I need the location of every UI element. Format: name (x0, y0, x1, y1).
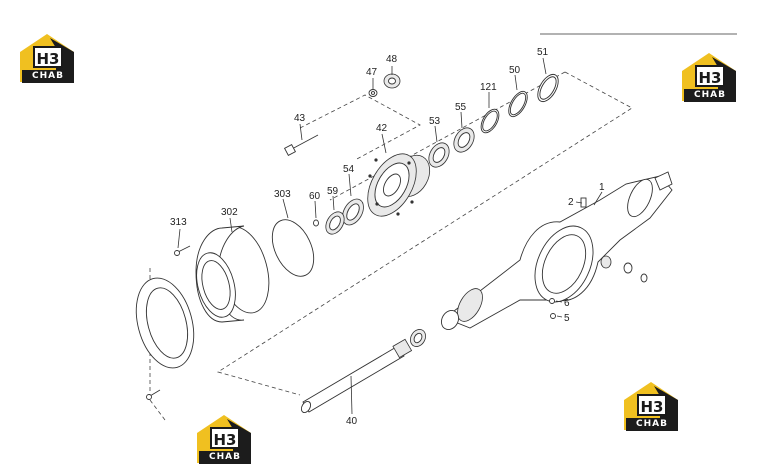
part-313-bolt (174, 245, 191, 256)
part-121-ring (480, 108, 500, 134)
callout-2: 2 (568, 197, 574, 208)
plate-bolt (146, 389, 161, 400)
logo-brand: CHAB (626, 418, 678, 431)
callout-1: 1 (599, 182, 605, 193)
callout-303: 303 (274, 189, 291, 200)
breather-fittings (600, 255, 648, 283)
callout-51: 51 (537, 47, 549, 58)
callout-55: 55 (455, 102, 467, 113)
brand-logo-top-left: H3 CHAB (16, 32, 78, 84)
callout-47: 47 (366, 67, 378, 78)
part-302-brake-drum (195, 225, 270, 323)
callout-59: 59 (327, 186, 339, 197)
logo-brand: CHAB (199, 451, 251, 464)
callout-6: 6 (564, 298, 570, 309)
callout-labels: 48 47 51 50 121 55 53 43 42 54 303 60 59… (170, 47, 605, 427)
part-2-screw (580, 197, 587, 208)
callout-302: 302 (221, 207, 238, 218)
logo-mark: H3 (210, 427, 240, 449)
logo-brand: CHAB (684, 89, 736, 102)
part-54-seal (342, 198, 364, 226)
callout-40: 40 (346, 416, 358, 427)
brand-logo-bottom-left: H3 CHAB (193, 413, 255, 465)
logo-mark: H3 (33, 46, 63, 68)
callout-53: 53 (429, 116, 441, 127)
part-43-wheel-stud (283, 134, 319, 157)
callout-50: 50 (509, 65, 521, 76)
part-59-bearing (325, 211, 345, 235)
callout-54: 54 (343, 164, 355, 175)
callout-43: 43 (294, 113, 306, 124)
callout-42: 42 (376, 123, 388, 134)
callout-5: 5 (564, 313, 570, 324)
callout-121: 121 (480, 82, 497, 93)
part-53-bearing (428, 142, 450, 168)
part-42-wheel-hub (367, 153, 431, 217)
part-303-gasket (271, 219, 315, 277)
part-55-bearing (453, 127, 475, 153)
part-1-axle-housing (441, 171, 673, 330)
part-60-pin (313, 219, 319, 227)
part-48-nut (383, 73, 401, 89)
part-47-washer (368, 89, 378, 97)
part-5-plug (550, 313, 556, 319)
brand-logo-top-right: H3 CHAB (678, 51, 740, 103)
logo-brand: CHAB (22, 70, 74, 83)
leader-lines (177, 57, 603, 415)
logo-mark: H3 (695, 65, 725, 87)
part-40-half-shaft (300, 338, 413, 414)
callout-48: 48 (386, 54, 398, 65)
callout-313: 313 (170, 217, 187, 228)
brake-backing-plate (135, 277, 195, 369)
logo-mark: H3 (637, 394, 667, 416)
callout-60: 60 (309, 191, 321, 202)
brand-logo-bottom-right: H3 CHAB (620, 380, 682, 432)
part-51-ring (537, 73, 559, 103)
part-6-washer (549, 298, 555, 304)
spline-coupling (410, 329, 426, 347)
part-50-ring (508, 90, 528, 118)
